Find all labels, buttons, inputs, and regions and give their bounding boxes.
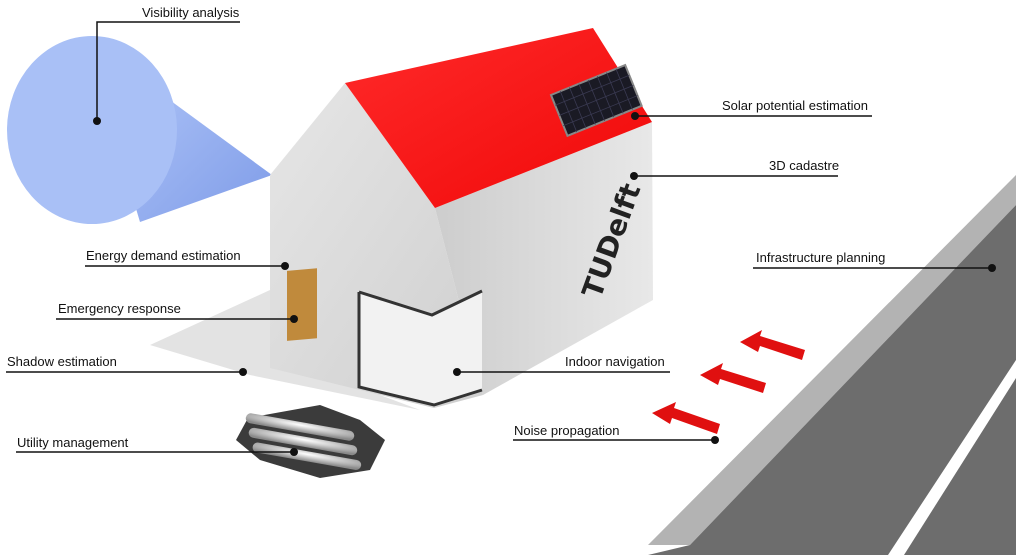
solar-panel (549, 63, 643, 138)
label-visibility-analysis: Visibility analysis (142, 5, 240, 20)
label-indoor-navigation: Indoor navigation (565, 354, 665, 369)
label-3d-cadastre: 3D cadastre (769, 158, 840, 173)
leader-dots (93, 112, 996, 456)
utility-pit (236, 405, 385, 478)
road (648, 175, 1016, 555)
label-shadow-estimation: Shadow estimation (7, 354, 117, 369)
leader-lines (6, 21, 992, 453)
visibility-cone (7, 36, 272, 224)
label-infrastructure-planning: Infrastructure planning (756, 250, 886, 265)
label-energy-demand: Energy demand estimation (86, 248, 241, 263)
noise-arrows (652, 330, 805, 434)
house-roof (345, 28, 652, 208)
label-emergency-response: Emergency response (58, 301, 181, 316)
indoor-cutaway (357, 289, 483, 407)
label-utility-management: Utility management (17, 435, 129, 450)
house-side-wall (435, 122, 653, 395)
label-solar-potential: Solar potential estimation (722, 98, 868, 113)
house (270, 28, 653, 408)
house-door (287, 268, 317, 341)
label-noise-propagation: Noise propagation (514, 423, 620, 438)
